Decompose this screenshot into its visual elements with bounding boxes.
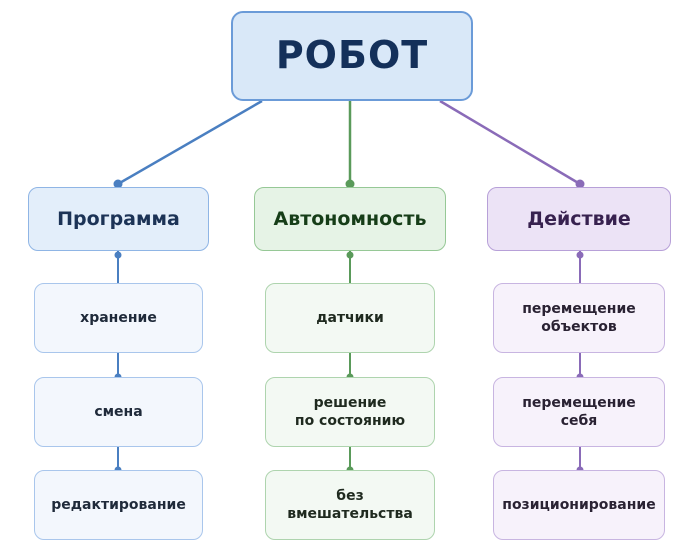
- connector-dot: [576, 251, 584, 259]
- item-node: смена: [34, 377, 203, 447]
- item-label: позиционирование: [502, 496, 656, 513]
- item-label: перемещение себя: [522, 394, 636, 429]
- item-node: хранение: [34, 283, 203, 353]
- connector-root-programma: [117, 99, 263, 186]
- category-label: Автономность: [273, 207, 427, 230]
- item-label: перемещение объектов: [522, 300, 636, 335]
- category-label: Программа: [57, 207, 180, 230]
- connector-root-deistvie: [439, 99, 581, 186]
- connector-dot: [575, 179, 585, 189]
- item-node: редактирование: [34, 470, 203, 540]
- item-node: без вмешательства: [265, 470, 435, 540]
- item-node: решение по состоянию: [265, 377, 435, 447]
- connector-dot: [346, 251, 354, 259]
- item-label: редактирование: [51, 496, 186, 513]
- category-label: Действие: [527, 207, 631, 230]
- root-label: РОБОТ: [275, 33, 429, 78]
- item-node: позиционирование: [493, 470, 665, 540]
- connector-dot: [114, 251, 122, 259]
- connector-dot: [345, 179, 355, 189]
- category-programma: Программа: [28, 187, 209, 251]
- item-label: без вмешательства: [287, 487, 413, 522]
- item-node: перемещение объектов: [493, 283, 665, 353]
- item-label: датчики: [316, 309, 384, 326]
- item-node: перемещение себя: [493, 377, 665, 447]
- connector-dot: [113, 179, 123, 189]
- category-avtonomnost: Автономность: [254, 187, 446, 251]
- category-deistvie: Действие: [487, 187, 671, 251]
- root-node: РОБОТ: [231, 11, 473, 101]
- item-node: датчики: [265, 283, 435, 353]
- item-label: хранение: [80, 309, 157, 326]
- item-label: смена: [94, 403, 143, 420]
- item-label: решение по состоянию: [294, 394, 406, 429]
